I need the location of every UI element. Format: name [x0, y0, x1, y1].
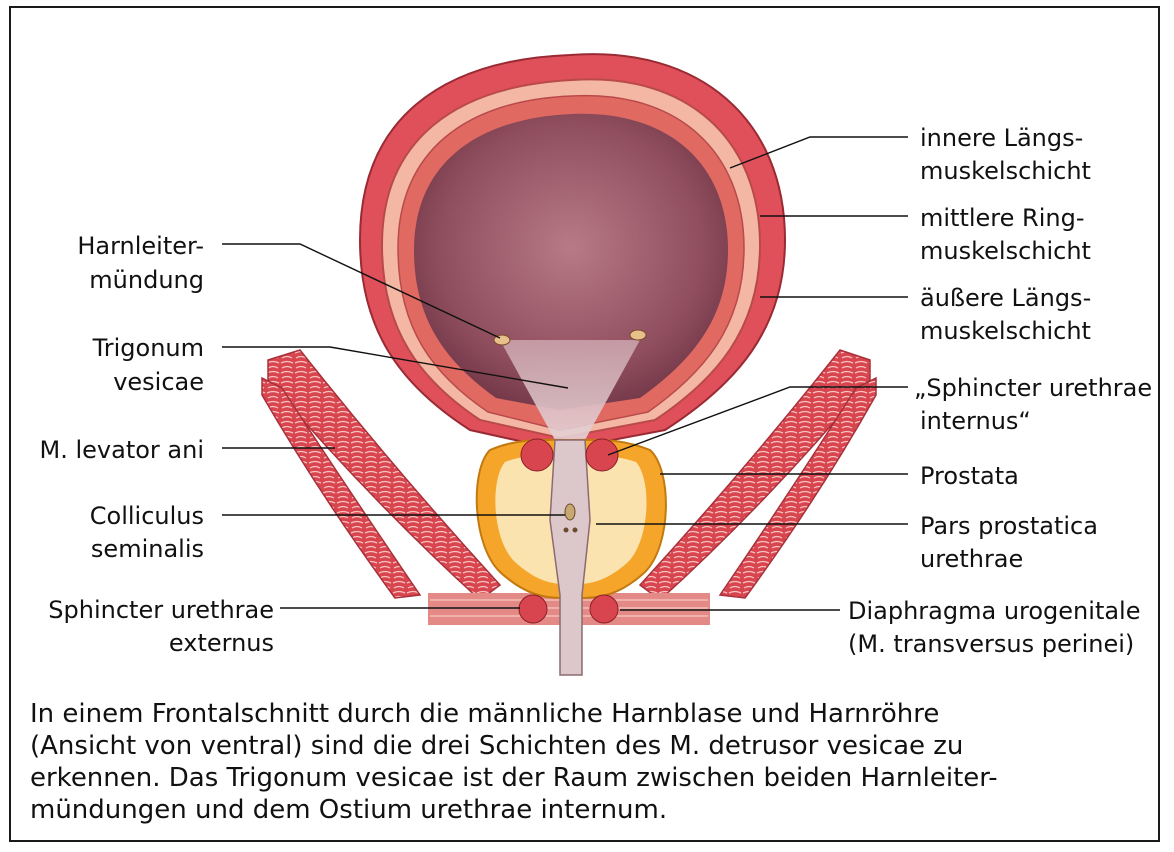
label-mittlere-1: mittlere Ring- [920, 204, 1084, 232]
label-sphincter-ext-1: Sphincter urethrae [48, 596, 274, 624]
urethra [550, 440, 590, 675]
caption-line-4: mündungen und dem Ostium urethrae intern… [30, 794, 1140, 826]
label-innere-2: muskelschicht [920, 157, 1091, 185]
label-aeussere-1: äußere Längs- [920, 284, 1091, 312]
label-pars-1: Pars prostatica [920, 512, 1098, 540]
colliculus-mark [565, 504, 575, 520]
label-sphincter-int-1: „Sphincter urethrae [914, 374, 1152, 402]
caption-line-3: erkennen. Das Trigonum vesicae ist der R… [30, 762, 1140, 794]
label-colliculus-2: seminalis [91, 535, 204, 563]
label-sphincter-ext-2: externus [169, 629, 274, 657]
label-trigonum-1: Trigonum [92, 334, 204, 362]
label-trigonum-2: vesicae [113, 368, 204, 396]
label-prostata: Prostata [920, 462, 1019, 490]
label-colliculus-1: Colliculus [90, 502, 204, 530]
labels-left: Harnleiter- mündung Trigonum vesicae M. … [40, 232, 274, 657]
label-innere-1: innere Längs- [920, 124, 1083, 152]
caption-line-1: In einem Frontalschnitt durch die männli… [30, 698, 1140, 730]
bladder [360, 54, 785, 450]
label-sphincter-int-2: internus“ [920, 407, 1031, 435]
label-diaphragma-1: Diaphragma urogenitale [848, 597, 1141, 625]
caption-line-2: (Ansicht von ventral) sind die drei Schi… [30, 730, 1140, 762]
label-harnleiter-1: Harnleiter- [77, 232, 204, 260]
label-levator: M. levator ani [40, 436, 204, 464]
ureter-orifice-right [630, 330, 646, 340]
label-harnleiter-2: mündung [89, 266, 204, 294]
label-pars-2: urethrae [920, 545, 1023, 573]
label-aeussere-2: muskelschicht [920, 317, 1091, 345]
label-diaphragma-2: (M. transversus perinei) [848, 630, 1134, 658]
labels-right: innere Längs- muskelschicht mittlere Rin… [848, 124, 1152, 658]
label-mittlere-2: muskelschicht [920, 237, 1091, 265]
figure-caption: In einem Frontalschnitt durch die männli… [30, 698, 1140, 826]
